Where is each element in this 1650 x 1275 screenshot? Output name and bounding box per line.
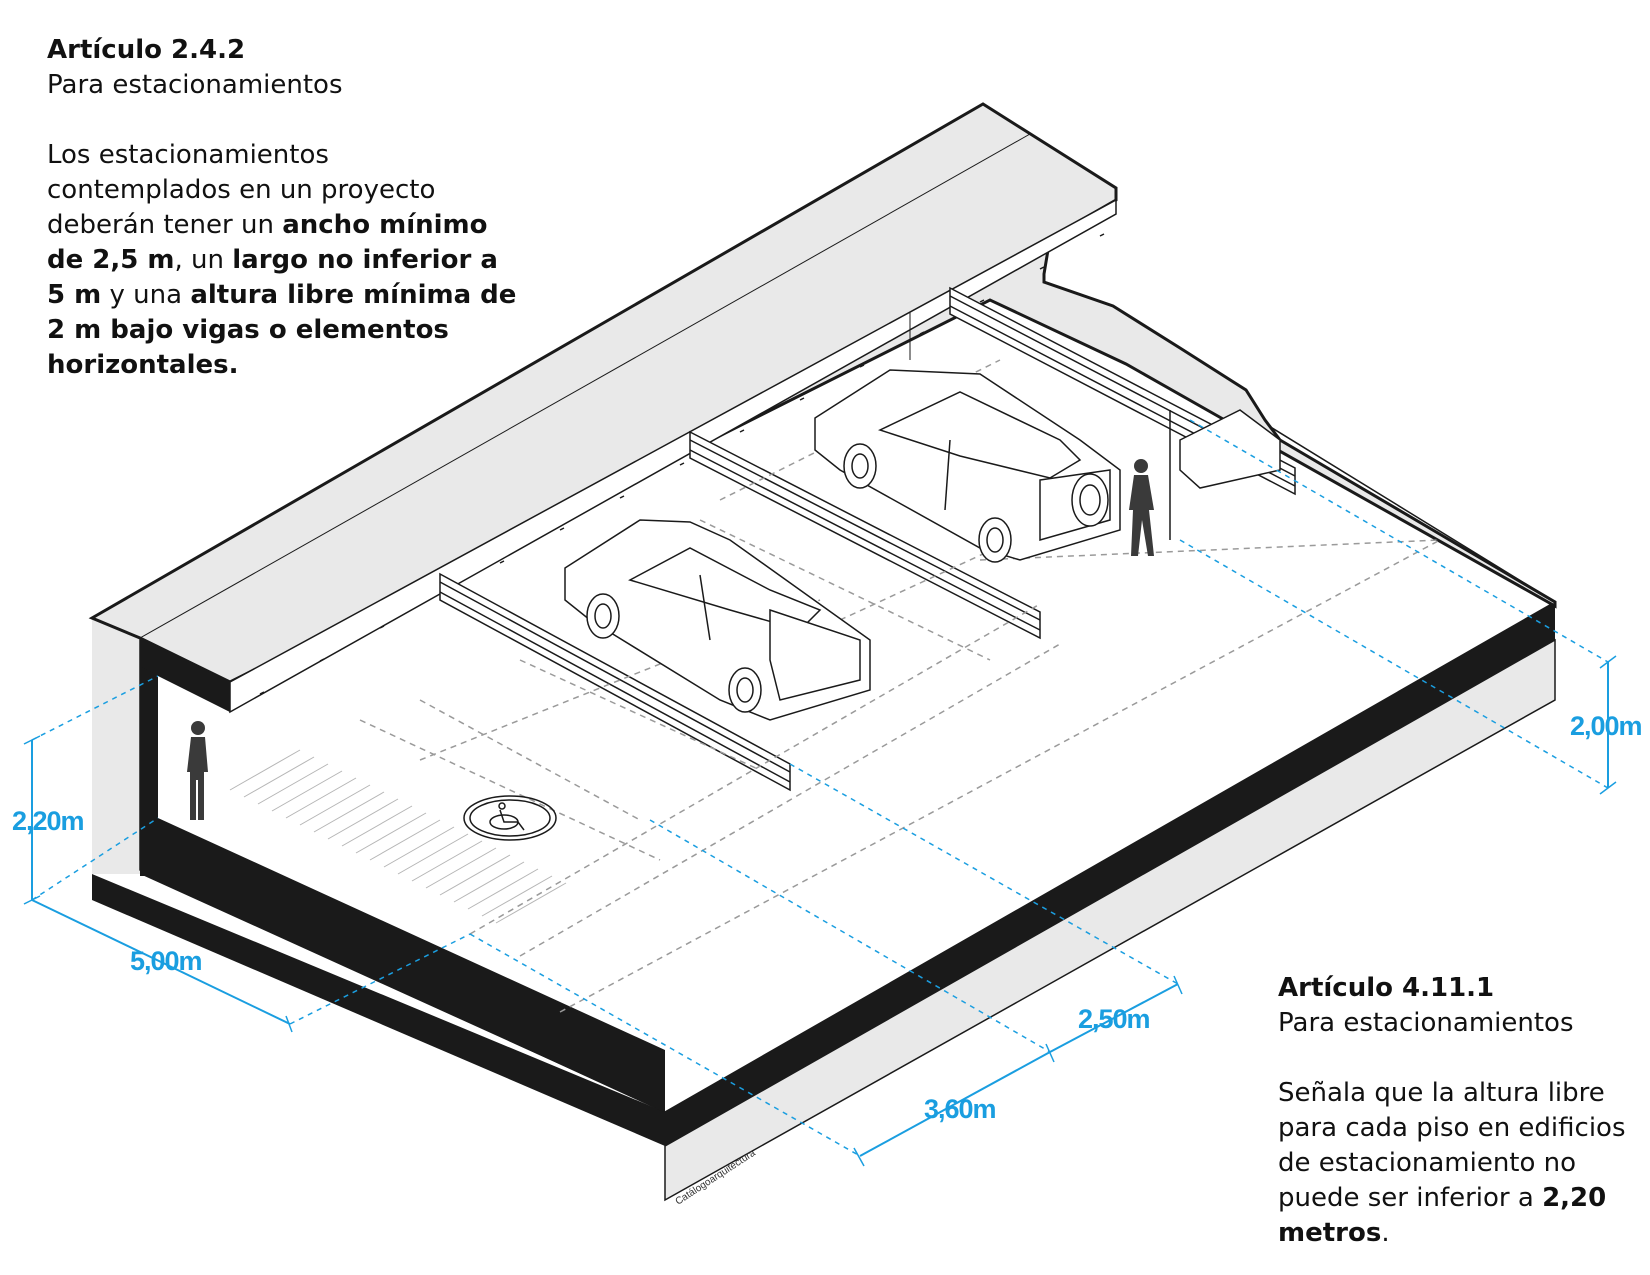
left-wall-section: [140, 636, 665, 1112]
floor-left-black-face: [92, 874, 665, 1146]
article-b-paragraph: Señala que la altura libre para cada pis…: [1278, 1076, 1638, 1251]
parking-lines: [359, 359, 1441, 1013]
article_a-run-4: y una: [101, 280, 191, 310]
article-a-subtitle: Para estacionamientos: [47, 70, 343, 100]
accessible-hatch-zone: [229, 749, 567, 924]
floor-right-black-face: [665, 602, 1555, 1146]
wheelchair-icon: [463, 795, 557, 841]
partial-car: [1179, 409, 1281, 489]
article-a-paragraph: Los estacionamientos contemplados en un …: [47, 138, 517, 383]
floor-left-grey-face: [92, 618, 140, 874]
article-b-title: Artículo 4.11.1: [1278, 973, 1495, 1003]
article-2-4-2-block: Artículo 2.4.2 Para estacionamientos Los…: [47, 33, 517, 383]
dimension-lines: [23, 419, 1617, 1167]
article_a-run-3: largo no inferior a 5 m: [47, 245, 498, 310]
dim-label-length: 5,00m: [130, 946, 202, 976]
article_b-run-0: Señala que la altura libre para cada pis…: [1278, 1078, 1626, 1213]
person-icon: [1129, 459, 1154, 556]
article_b-run-2: .: [1381, 1218, 1390, 1248]
person-icon: [187, 721, 208, 820]
article_a-run-5: altura libre mínima de 2 m bajo vigas o …: [47, 280, 517, 380]
ceiling-edge-line: [139, 133, 1031, 639]
article_a-run-1: ancho mínimo de 2,5 m: [47, 210, 488, 275]
article_a-run-0: Los estacionamientos contemplados en un …: [47, 140, 436, 240]
dim-label-height-left: 2,20m: [12, 806, 84, 836]
left-wall-pillar: [140, 636, 158, 876]
dim-label-width-accessible: 3,60m: [924, 1094, 996, 1124]
dimension-labels: 2,20m 5,00m 3,60m 2,50m 2,00m: [12, 711, 1643, 1124]
article_a-run-2: , un: [174, 245, 233, 275]
car-icon: [564, 369, 1121, 721]
dim-label-width-standard: 2,50m: [1078, 1004, 1150, 1034]
article-b-subtitle: Para estacionamientos: [1278, 1008, 1574, 1038]
article-4-11-1-block: Artículo 4.11.1 Para estacionamientos Se…: [1278, 971, 1638, 1251]
article_b-run-1: 2,20 metros: [1278, 1183, 1607, 1248]
floor-right-grey-face: [664, 638, 1556, 1202]
article-a-title: Artículo 2.4.2: [47, 35, 246, 65]
ceiling-underside: [140, 638, 230, 712]
dim-label-beam-clearance: 2,00m: [1570, 711, 1642, 741]
